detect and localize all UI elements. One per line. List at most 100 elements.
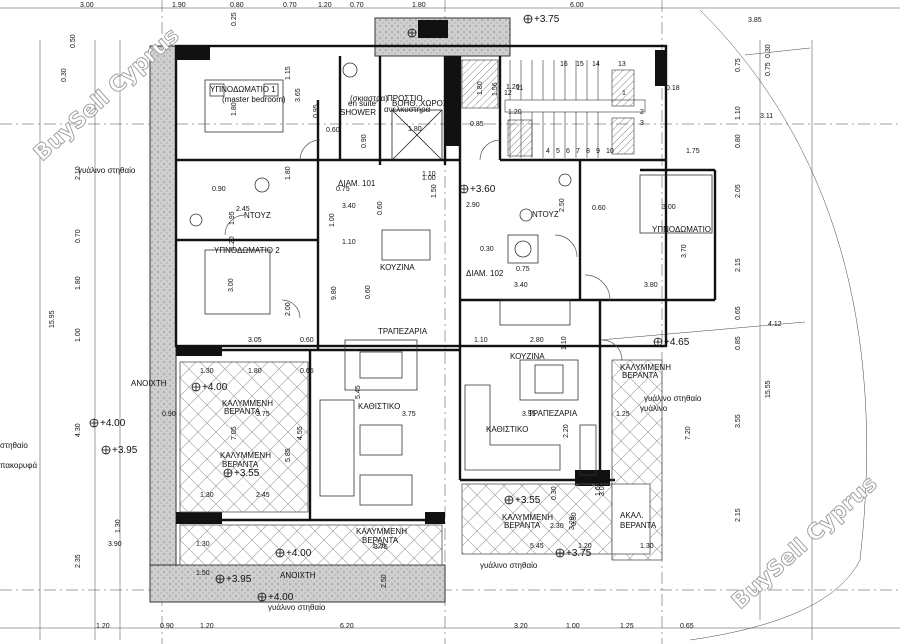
dimension-label-58: 3.40: [514, 282, 528, 289]
level-label-3: +4.00: [202, 382, 228, 393]
stair-number-13: 14: [592, 61, 600, 68]
room-label-8: ΝΤΟΥΖ: [244, 211, 271, 220]
stair-number-4: 5: [556, 148, 560, 155]
dimension-label-46: 0.60: [592, 205, 606, 212]
dimension-label-36: 1.10: [422, 171, 436, 178]
dimension-label-34: 1.80: [285, 166, 292, 180]
dimension-label-85: 5.45: [355, 385, 362, 399]
dimension-label-5: 0.70: [350, 2, 364, 9]
dimension-label-98: 2.50: [381, 574, 388, 588]
room-label-28: ΒΕΡΑΝΤΑ: [622, 371, 659, 380]
room-label-34: γυάλινο στηθαίο: [480, 561, 538, 570]
dimension-label-81: 1.25: [616, 411, 630, 418]
level-label-11: +3.55: [515, 495, 541, 506]
stair-landing: [504, 99, 646, 113]
dimension-label-89: 5.85: [285, 448, 292, 462]
stair-number-5: 6: [566, 148, 570, 155]
dimension-label-72: 1.00: [75, 328, 82, 342]
dimension-label-29: 1.10: [735, 106, 742, 120]
level-marker-cross-6: [224, 469, 232, 477]
room-label-14: ΒΕΡΑΝΤΑ: [222, 460, 259, 469]
dimension-label-51: 3.70: [681, 244, 688, 258]
dimension-label-75: 0.65: [300, 368, 314, 375]
dimension-label-61: 0.60: [365, 285, 372, 299]
dimension-label-0: 3.00: [80, 2, 94, 9]
dimension-label-62: 2.00: [285, 302, 292, 316]
level-marker-cross-9: [258, 593, 266, 601]
level-marker-cross-12: [556, 549, 564, 557]
columns: [176, 20, 667, 524]
dimension-label-48: 2.05: [735, 184, 742, 198]
room-label-20: ΥΠΝΟΔΩΜΑΤΙΟ: [652, 225, 711, 234]
dimension-label-69: 1.10: [561, 336, 568, 350]
dimension-label-77: 0.90: [162, 411, 176, 418]
dimension-label-33: 0.90: [212, 186, 226, 193]
dimension-label-37: 1.00: [422, 175, 436, 182]
dimension-label-47: 3.00: [662, 204, 676, 211]
room-label-31: ΚΑΛΥΜΜΕΝΗ: [222, 399, 273, 408]
dimension-label-71: 0.85: [735, 336, 742, 350]
stair-number-0: 1: [622, 90, 626, 97]
door-swings: [224, 139, 623, 361]
veranda-right-bottom: [461, 483, 613, 555]
dimension-label-20: 1.20: [508, 109, 522, 116]
open-veranda-right: [611, 483, 651, 555]
dimension-label-92: 2.15: [735, 508, 742, 522]
level-marker-cross-7: [276, 549, 284, 557]
level-label-0: +3.75: [534, 14, 560, 25]
dimension-label-99: 1.30: [115, 519, 122, 533]
level-marker-cross-10: [654, 338, 662, 346]
dimension-label-115: 1.50: [196, 570, 210, 577]
dimension-label-96: 5.45: [530, 543, 544, 550]
stair-number-1: 2: [640, 109, 644, 116]
room-label-16: ΚΑΛΥΜΜΕΝΗ: [356, 527, 407, 536]
dimension-label-87: 7.20: [685, 426, 692, 440]
bottom-cladding-wall: [149, 564, 446, 603]
room-label-30: ΒΕΡΑΝΤΑ: [620, 521, 657, 530]
dimension-label-32: 2.10: [75, 166, 82, 180]
dimension-label-109: 3.00: [599, 482, 606, 496]
dimension-label-78: 3.75: [256, 411, 270, 418]
furniture: [189, 62, 713, 506]
level-label-9: +4.00: [268, 592, 294, 603]
dimension-label-70: 4.12: [768, 321, 782, 328]
dimension-label-40: 1.50: [431, 184, 438, 198]
room-label-15: ΑΝΟΙΧΤΗ: [131, 379, 167, 388]
room-label-24: ΚΑΘΙΣΤΙΚΟ: [486, 425, 528, 434]
stair-number-3: 4: [546, 148, 550, 155]
dimension-label-59: 3.80: [644, 282, 658, 289]
stair-hatch: [461, 59, 635, 157]
level-label-5: +3.95: [112, 445, 138, 456]
stair-number-7: 8: [586, 148, 590, 155]
dimension-label-14: 3.65: [295, 88, 302, 102]
room-label-18: ΑΝΟΙΧΤΗ: [280, 571, 316, 580]
dimension-label-65: 3.05: [248, 337, 262, 344]
dimension-label-84: 4.55: [297, 426, 304, 440]
stair-number-14: 15: [576, 61, 584, 68]
level-marker-cross-11: [505, 496, 513, 504]
level-labels: +3.75+3.60+3.60+4.00+4.00+3.95+3.55+4.00…: [100, 14, 690, 603]
dimension-label-45: 2.50: [559, 198, 566, 212]
dimension-label-50: 0.30: [480, 246, 494, 253]
dimension-label-57: 1.80: [75, 276, 82, 290]
left-cladding-wall: [149, 45, 177, 603]
room-label-25: ΚΑΛΥΜΜΕΝΗ: [502, 513, 553, 522]
level-marker-cross-8: [216, 575, 224, 583]
stair-number-2: 3: [640, 120, 644, 127]
room-label-41: en suite: [0, 0, 29, 2]
dimension-label-76: 15.55: [765, 380, 772, 398]
dimension-label-93: 1.60: [595, 482, 602, 496]
stair-number-10: 11: [516, 85, 523, 92]
stair-number-11: 12: [504, 90, 512, 97]
dimension-label-22: 1.56: [492, 82, 499, 96]
dimension-label-83: 7.05: [231, 426, 238, 440]
level-label-6: +3.55: [234, 468, 260, 479]
dimension-label-53: 3.00: [228, 278, 235, 292]
dimension-label-25: 0.18: [666, 85, 680, 92]
room-label-19: ΝΤΟΥΖ: [532, 210, 559, 219]
room-label-7: ΔΙΑΜ. 101: [338, 179, 376, 188]
dimension-label-6: 1.80: [412, 2, 426, 9]
level-label-7: +4.00: [286, 548, 312, 559]
